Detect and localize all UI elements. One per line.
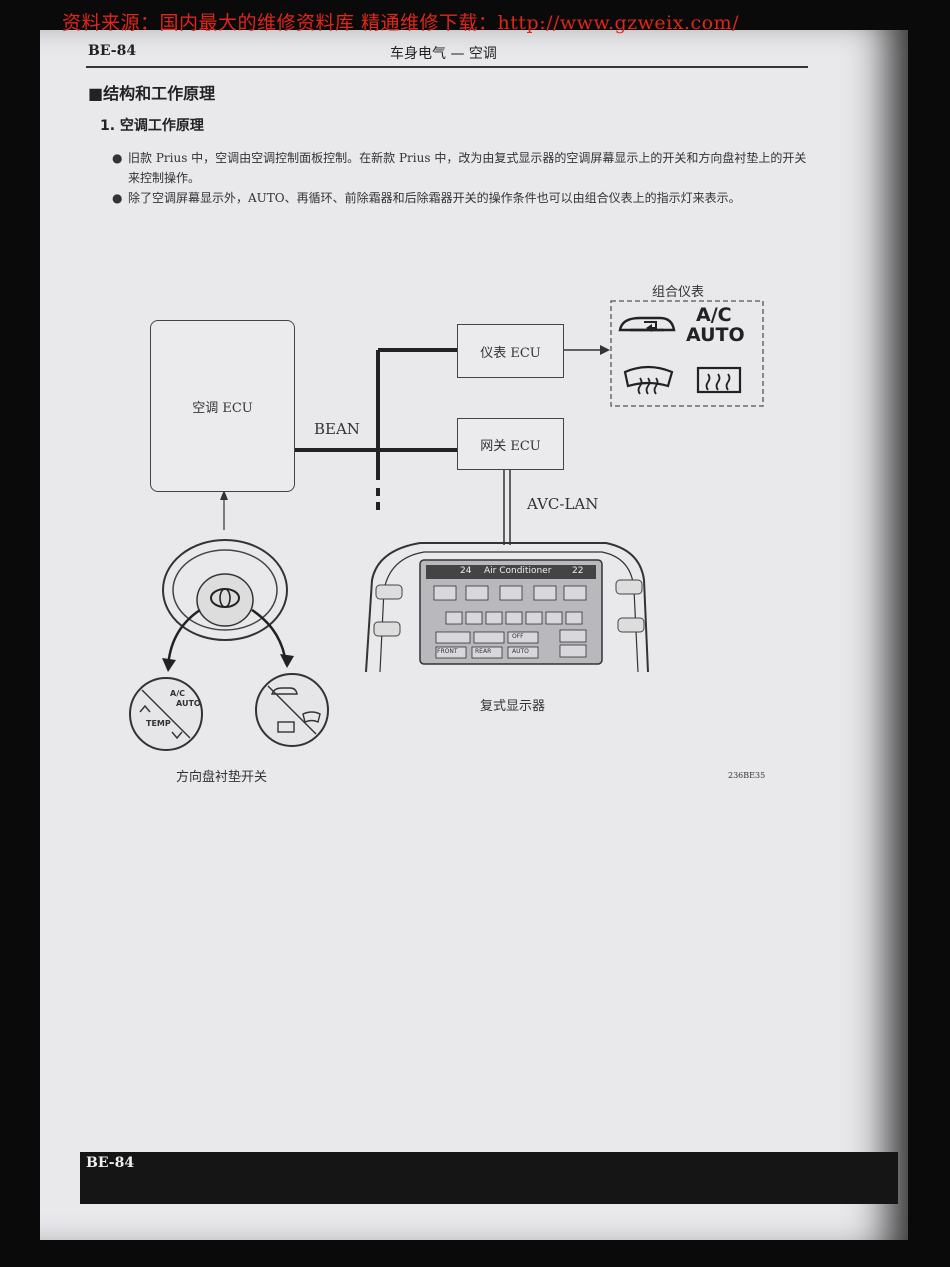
steering-switch-caption: 方向盘衬垫开关 [176, 770, 268, 785]
screen-temp-left: 24 [460, 566, 472, 576]
page-code: BE-84 [88, 43, 137, 59]
figure-code: 236BE35 [728, 771, 766, 780]
rear-defroster-icon [696, 366, 742, 394]
source-banner: 资料来源：国内最大的维修资料库 精通维修下载：http://www.gzweix… [62, 12, 739, 34]
screen-front-button: FRONT [437, 648, 458, 655]
recirculation-icon [618, 316, 676, 332]
front-defroster-icon [623, 365, 674, 395]
switch-temp-label: TEMP [146, 719, 171, 728]
switch-ac-label: A/C [170, 689, 185, 698]
multi-display-icon [365, 542, 649, 673]
meter-ecu-label: 仪表 ECU [480, 345, 541, 361]
ac-ecu-box: 空调 ECU [150, 320, 295, 492]
bullet-item: ● 除了空调屏幕显示外，AUTO、再循环、前除霜器和后除霜器开关的操作条件也可以… [112, 188, 812, 208]
section-title: ■结构和工作原理 [88, 84, 216, 103]
auto-indicator-label: AUTO [686, 324, 745, 346]
bullet-text: 除了空调屏幕显示外，AUTO、再循环、前除霜器和后除霜器开关的操作条件也可以由组… [128, 191, 741, 205]
screen-rear-button: REAR [475, 648, 492, 655]
gateway-ecu-box: 网关 ECU [457, 418, 564, 470]
screen-temp-right: 22 [572, 566, 584, 576]
meter-ecu-box: 仪表 ECU [457, 324, 564, 378]
switch-auto-label: AUTO [176, 699, 201, 708]
temp-switch-pad-icon [129, 677, 203, 751]
gateway-ecu-label: 网关 ECU [480, 438, 541, 454]
bullet-text: 旧款 Prius 中，空调由空调控制面板控制。在新款 Prius 中，改为由复式… [128, 151, 807, 185]
header-rule [86, 66, 808, 68]
bean-label: BEAN [314, 420, 360, 438]
footer-band [80, 1152, 898, 1204]
footer-page-code: BE-84 [86, 1155, 135, 1171]
bullet-dot-icon: ● [112, 151, 123, 165]
ac-indicator-label: A/C [696, 304, 732, 326]
avc-lan-label: AVC-LAN [527, 495, 599, 513]
bullet-dot-icon: ● [112, 191, 123, 205]
defrost-switch-pad-icon [255, 673, 329, 747]
screen-auto-button: AUTO [512, 648, 529, 655]
subsection-title: 1. 空调工作原理 [100, 118, 204, 134]
bullet-item: ● 旧款 Prius 中，空调由空调控制面板控制。在新款 Prius 中，改为由… [112, 148, 812, 185]
screen-off-button: OFF [512, 633, 524, 640]
page-header-title: 车身电气 — 空调 [390, 46, 497, 62]
multi-display-caption: 复式显示器 [480, 699, 546, 714]
combo-meter-label: 组合仪表 [652, 285, 705, 300]
ac-ecu-label: 空调 ECU [192, 400, 253, 416]
screen-title: Air Conditioner [484, 566, 552, 576]
